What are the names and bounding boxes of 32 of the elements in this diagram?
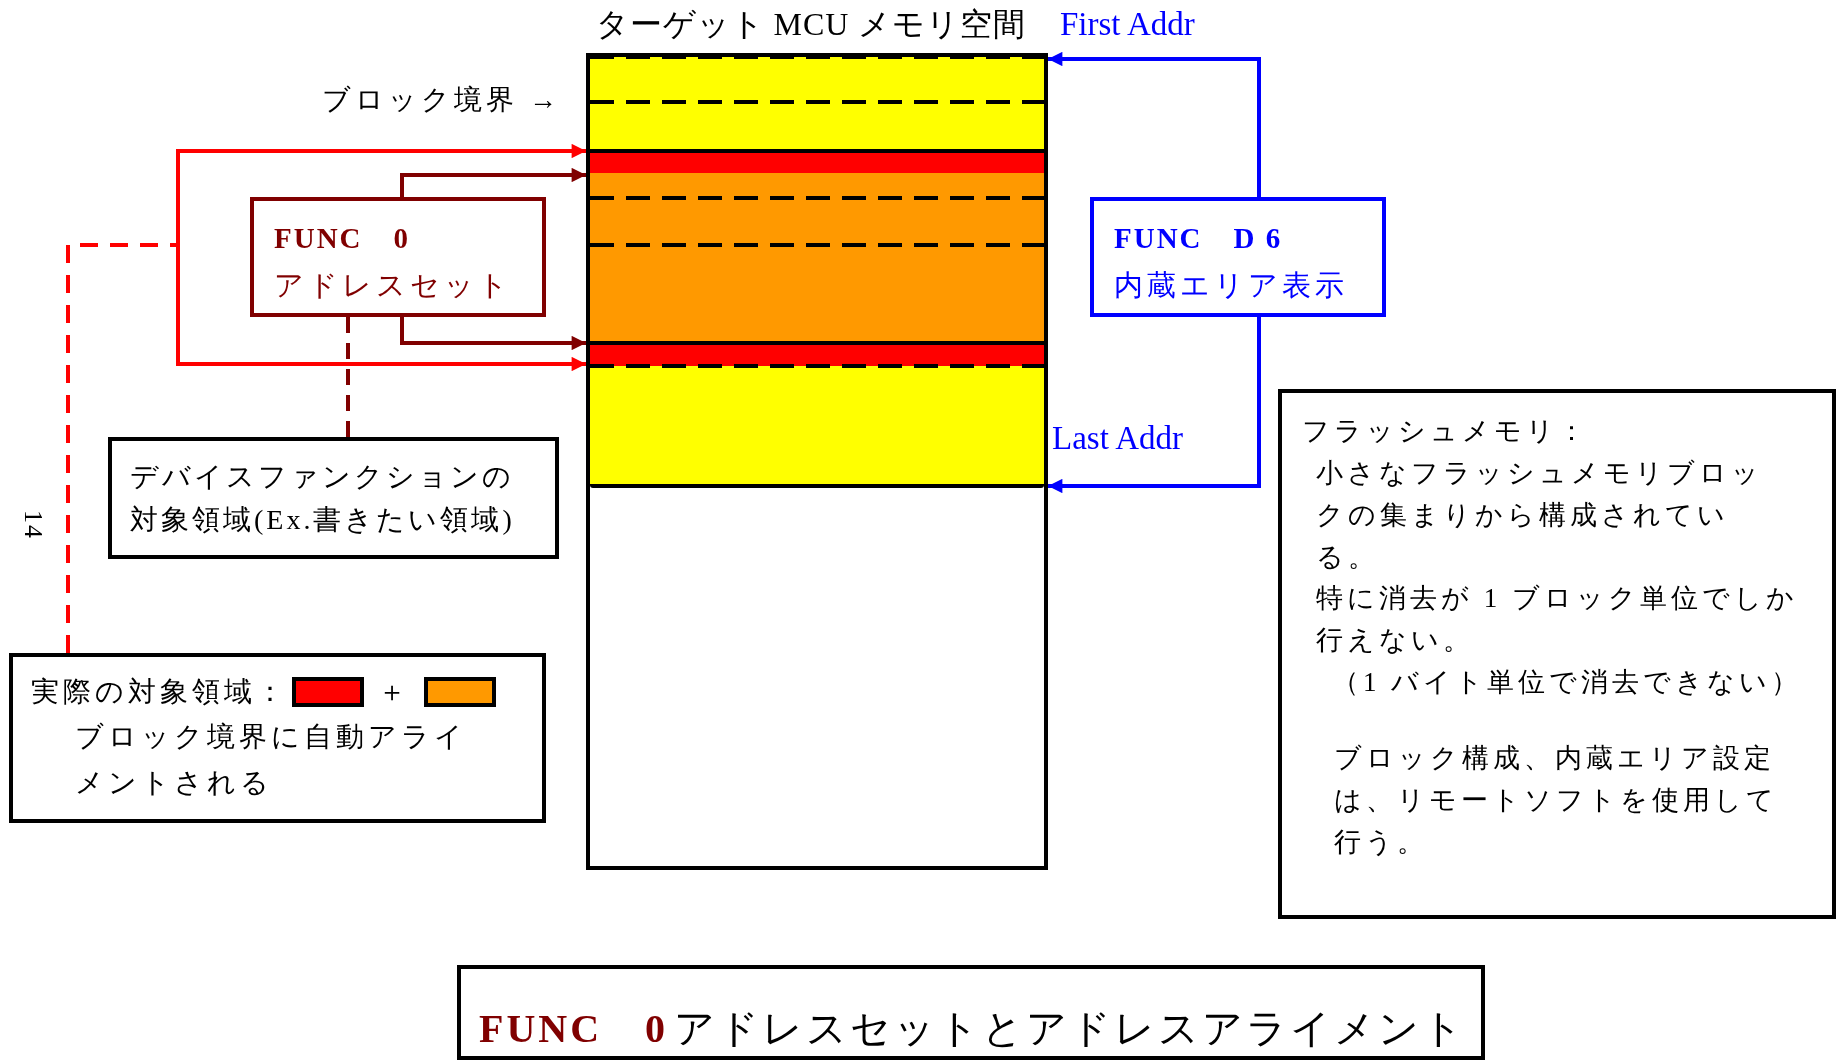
- note-text: 特に消去が 1 ブロック単位でしか行えない。: [1315, 582, 1799, 658]
- function-description: アドレスセット: [274, 267, 513, 303]
- note-box: [108, 437, 559, 559]
- boundary-label: ブロック境界 →: [322, 83, 561, 117]
- arrow: [1048, 317, 1261, 494]
- note-text: ブロック構成、内蔵エリア設定は、リモートソフトを使用して行う。: [1333, 741, 1779, 859]
- function-box: [1090, 197, 1386, 317]
- function-name: FUNC 0: [479, 1006, 669, 1051]
- memory-band: [590, 341, 1044, 366]
- connector-line: [346, 317, 350, 437]
- function-name: FUNC 0: [274, 221, 412, 256]
- note-text: ブロック境界に自動アライメントされる: [74, 720, 468, 800]
- function-description: 内蔵エリア表示: [1114, 267, 1349, 303]
- memory-map-title: ターゲット MCU メモリ空間: [594, 5, 1028, 44]
- arrow: [400, 317, 586, 351]
- caption-box: [457, 965, 1485, 1060]
- function-name: FUNC D 6: [1114, 221, 1284, 256]
- note-text: 小さなフラッシュメモリブロックの集まりから構成されている。: [1315, 456, 1764, 574]
- note-text: フラッシュメモリ：: [1302, 415, 1590, 448]
- note-text: （1 バイト単位で消去できない）: [1331, 666, 1804, 700]
- plus-sign: ＋: [378, 675, 410, 709]
- caption-text: アドレスセットとアドレスアライメント: [674, 1006, 1467, 1051]
- arrow: [400, 167, 586, 197]
- page-number: 14: [18, 510, 48, 540]
- note-text: デバイスファンクションの対象領域(Ex.書きたい領域): [130, 460, 516, 538]
- function-box: [250, 197, 546, 317]
- target-area: [590, 57, 1044, 488]
- note-text: 実際の対象領域：: [31, 675, 288, 709]
- note-box: [9, 653, 546, 823]
- memory-band: [590, 149, 1044, 173]
- arrow: [1048, 51, 1261, 197]
- note-box: [1278, 389, 1836, 919]
